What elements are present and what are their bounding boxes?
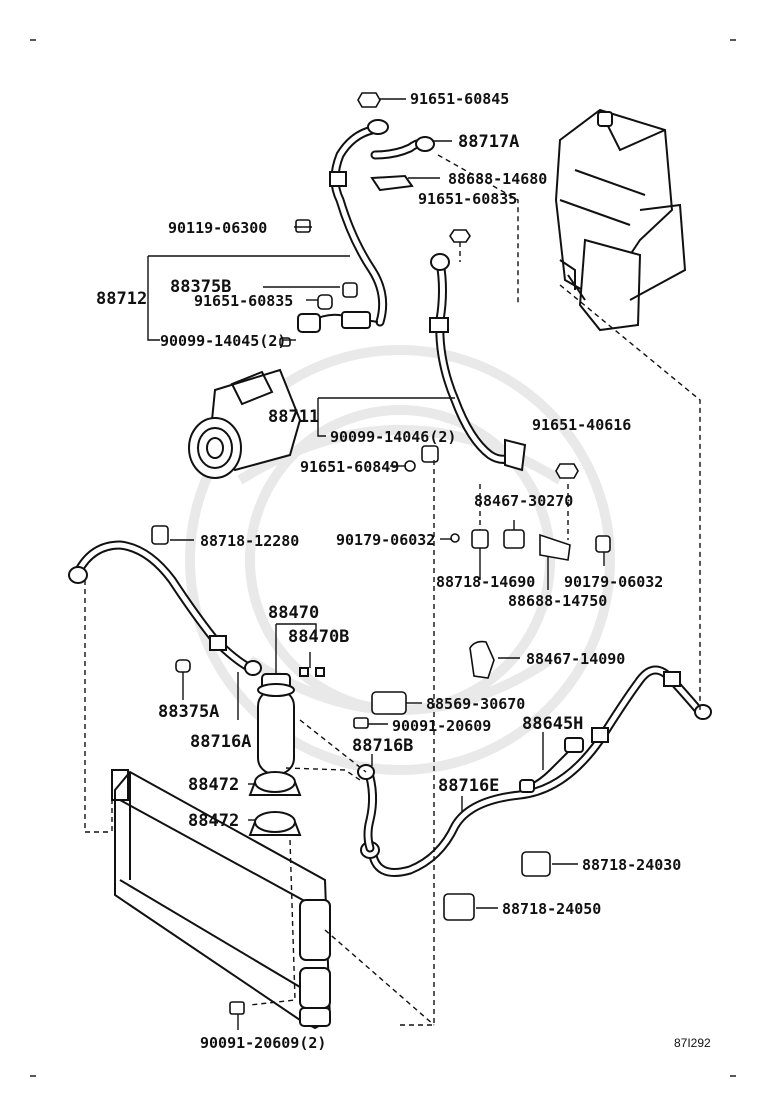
- pipe-88716E: [360, 665, 712, 877]
- label-90091-20609: 90091-20609: [392, 717, 491, 735]
- label-88472-bottom: 88472: [188, 811, 239, 831]
- label-88688-14750: 88688-14750: [508, 592, 607, 610]
- label-91651-60849: 91651-60849: [300, 458, 399, 476]
- label-88711: 88711: [268, 407, 319, 427]
- label-90179-06032-right: 90179-06032: [564, 573, 663, 591]
- receiver-dryer-88470: [257, 667, 325, 775]
- label-91651-60835: 91651-60835: [194, 292, 293, 310]
- small-parts: [151, 92, 611, 1015]
- label-88467-30270: 88467-30270: [474, 492, 573, 510]
- pipe-88716A: [68, 540, 262, 676]
- leader-lines: [147, 98, 605, 1030]
- label-88467-14090: 88467-14090: [526, 650, 625, 668]
- label-91651-60845: 91651-60845: [410, 90, 509, 108]
- suction-hose-88712: [297, 119, 389, 333]
- label-90099-14046: 90099-14046(2): [330, 428, 456, 446]
- label-88718-24030: 88718-24030: [582, 856, 681, 874]
- compressor: [188, 368, 302, 479]
- corner-marks: [30, 39, 736, 1077]
- label-88717A: 88717A: [458, 132, 519, 152]
- label-88470: 88470: [268, 603, 319, 623]
- label-88718-24050: 88718-24050: [502, 900, 601, 918]
- label-88716A: 88716A: [190, 732, 251, 752]
- label-88375B: 88375B: [170, 277, 231, 297]
- label-88375A: 88375A: [158, 702, 219, 722]
- brackets-88472: [248, 771, 302, 836]
- label-91651-40616: 91651-40616: [532, 416, 631, 434]
- label-90099-14045: 90099-14045(2): [160, 332, 286, 350]
- discharge-hose-88711: [429, 253, 527, 472]
- label-88688-14680: 88688-14680: [448, 170, 547, 188]
- cooling-unit: [554, 108, 687, 332]
- label-88716B: 88716B: [352, 736, 413, 756]
- label-90091-20609-2: 90091-20609(2): [200, 1034, 326, 1052]
- figure-code: 87I292: [674, 1036, 711, 1050]
- condenser: [111, 769, 332, 1030]
- label-90119-06300: 90119-06300: [168, 219, 267, 237]
- pipe-88716B: [357, 764, 378, 853]
- label-88716E: 88716E: [438, 776, 499, 796]
- label-88569-30670: 88569-30670: [426, 695, 525, 713]
- label-88712: 88712: [96, 289, 147, 309]
- label-88718-12280: 88718-12280: [200, 532, 299, 550]
- label-91651-60835-top: 91651-60835: [418, 190, 517, 208]
- hose-88717A: [370, 136, 435, 192]
- part-labels: 91651-60845 88717A 88688-14680 91651-608…: [96, 90, 711, 1052]
- pressure-switch-88645H: [519, 737, 584, 793]
- label-88470B: 88470B: [288, 627, 349, 647]
- label-88718-14690: 88718-14690: [436, 573, 535, 591]
- assembly-dashed-lines: [84, 154, 701, 1026]
- label-88645H: 88645H: [522, 714, 583, 734]
- label-90179-06032-left: 90179-06032: [336, 531, 435, 549]
- label-88472-top: 88472: [188, 775, 239, 795]
